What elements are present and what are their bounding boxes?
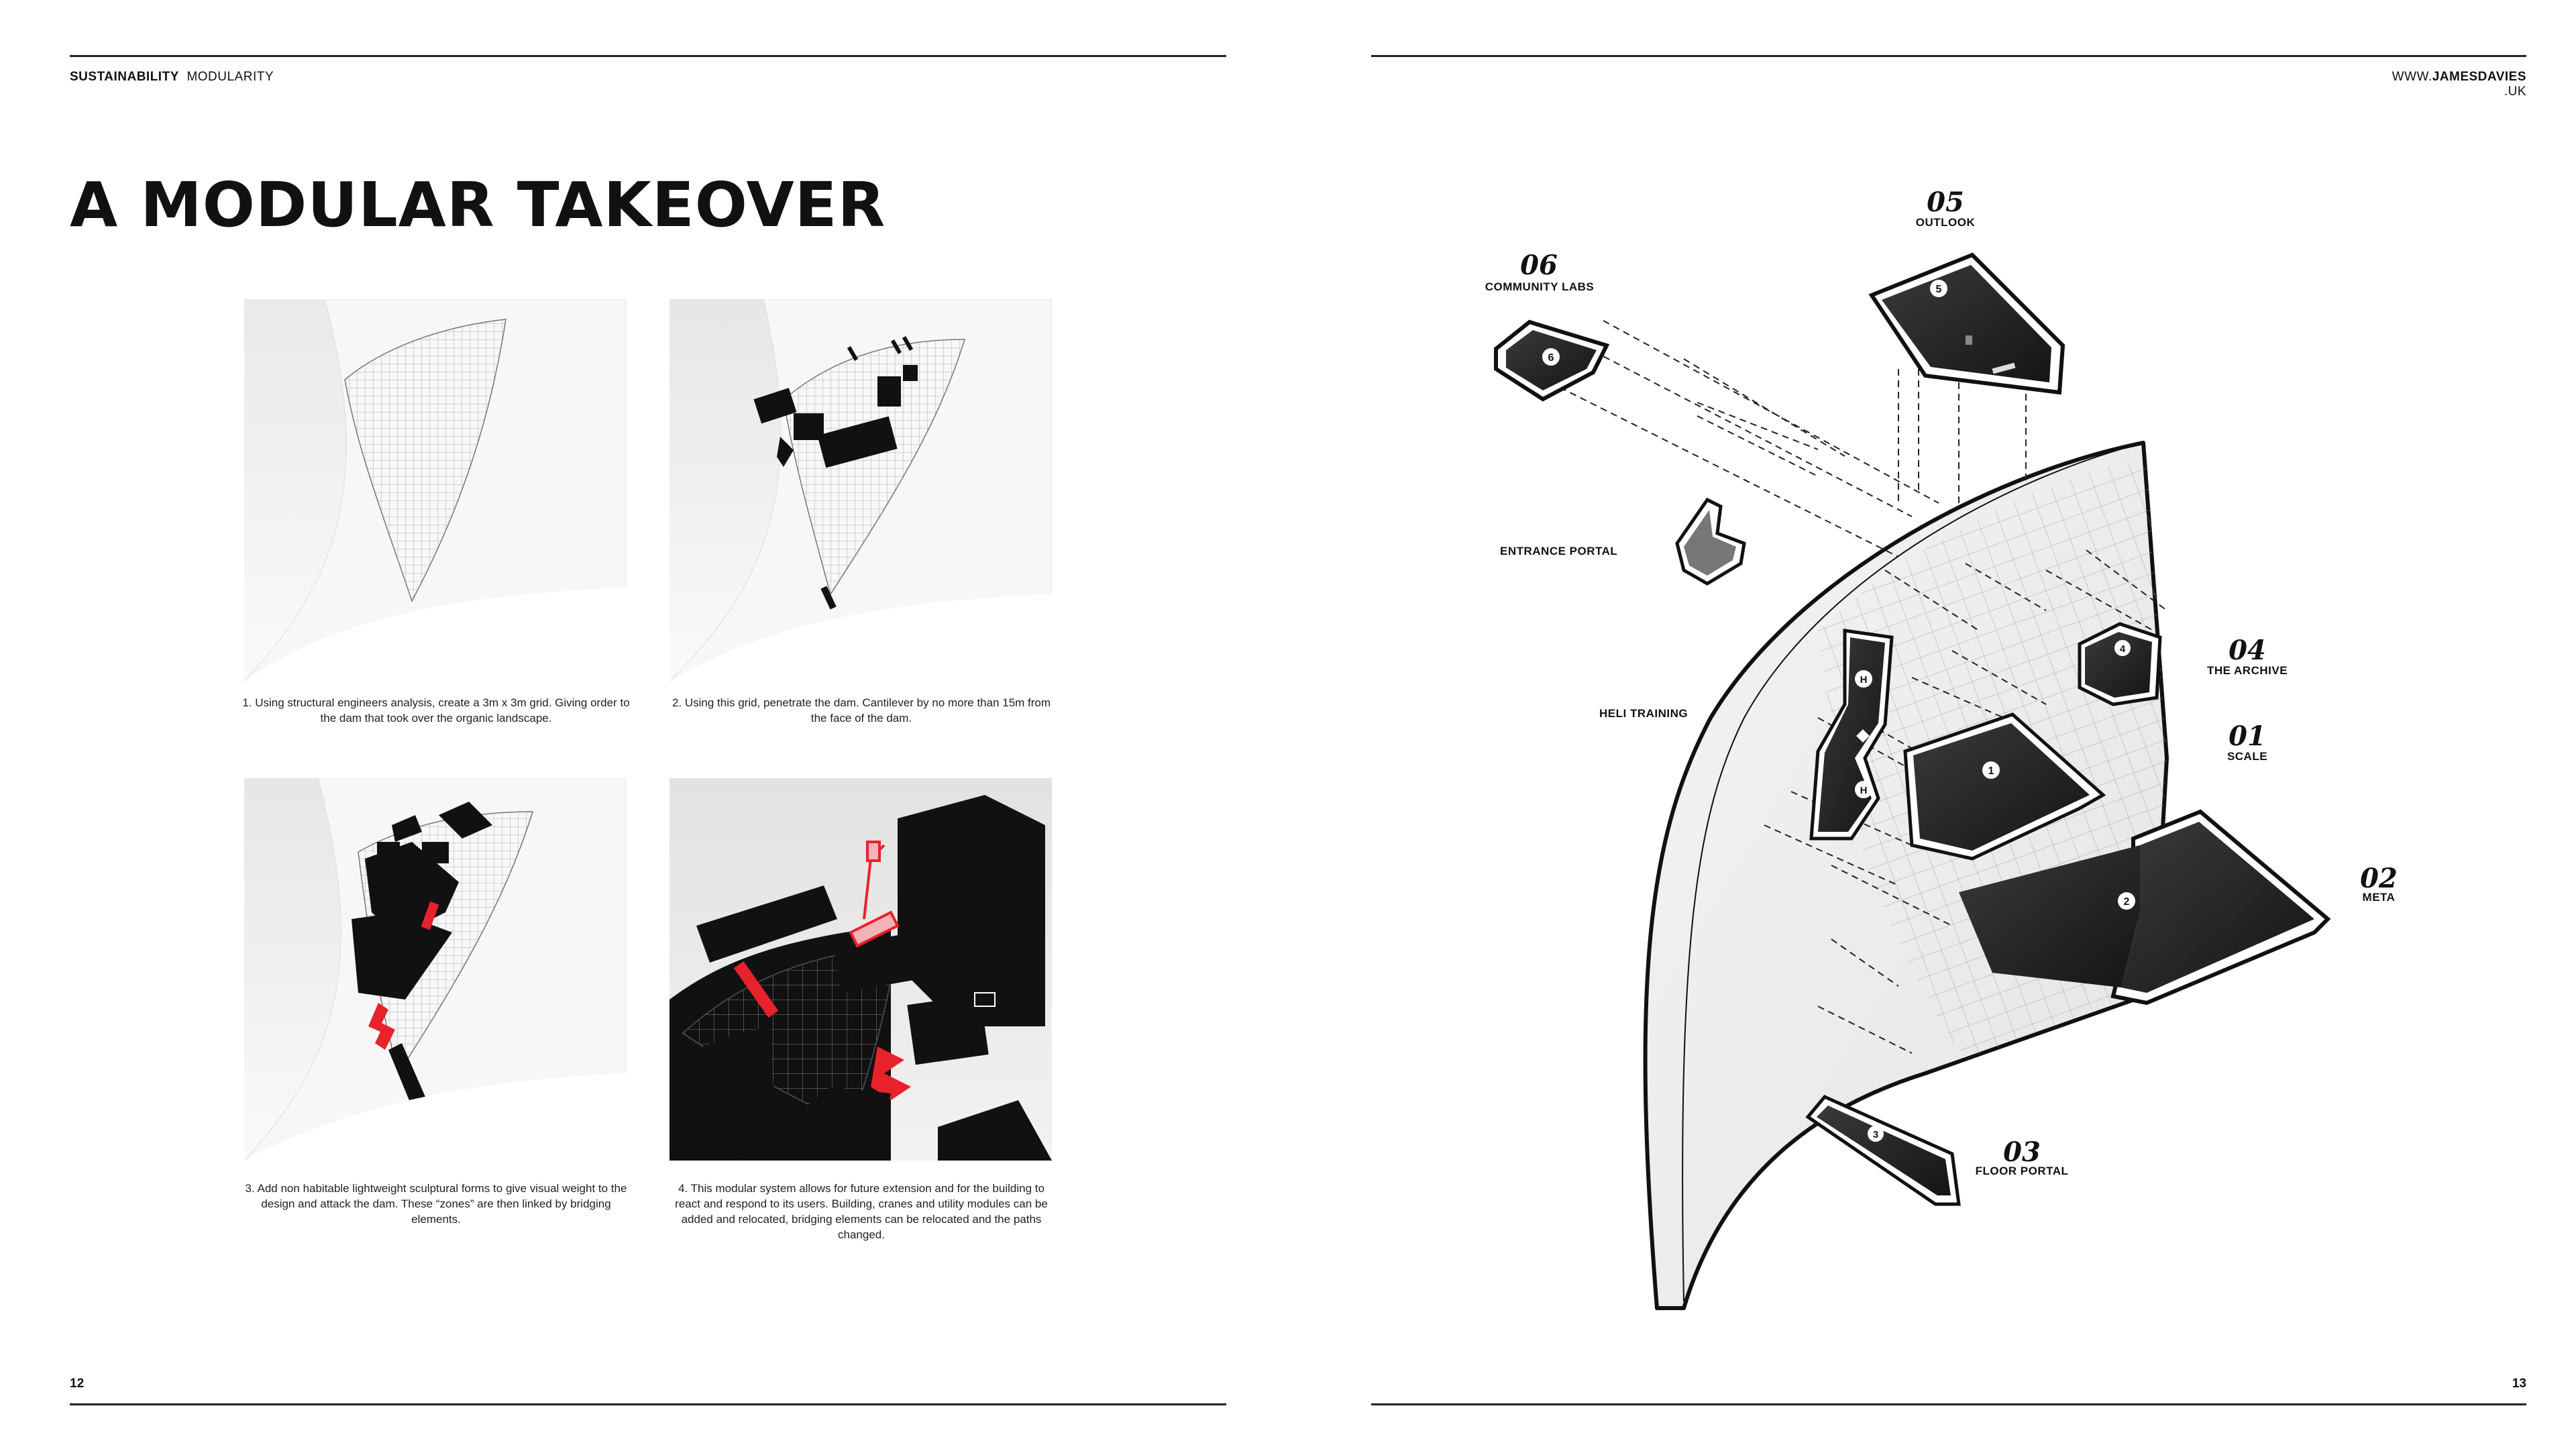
label-06-name: COMMUNITY LABS	[1485, 280, 1595, 293]
marker-4	[2114, 640, 2131, 656]
label-05-number: 05	[1927, 186, 1964, 218]
label-02-name: META	[2362, 891, 2396, 904]
label-01-name: SCALE	[2226, 750, 2268, 763]
marker-2-label: 2	[2124, 896, 2130, 908]
step-1-image	[244, 299, 627, 682]
module-community-labs[interactable]: 6	[1494, 319, 1610, 402]
marker-5-label: 5	[1936, 284, 1942, 295]
marker-2	[2118, 892, 2135, 910]
step-2-image	[669, 299, 1052, 682]
marker-h2	[1855, 781, 1872, 798]
step-3-caption: 3. Add non habitable lightweight sculptu…	[245, 1182, 627, 1226]
marker-1-label: 1	[1988, 765, 1994, 777]
marker-6-label: 6	[1548, 352, 1554, 364]
marker-h2-label: H	[1860, 785, 1868, 796]
website-tld: .UK	[2504, 85, 2526, 99]
right-page-number: 13	[2512, 1377, 2526, 1391]
label-06-number: 06	[1520, 250, 1558, 281]
exploded-axonometric-diagram: 6 5 H H 1 4	[1494, 252, 2331, 1310]
left-header: SUSTAINABILITY MODULARITY	[70, 70, 274, 85]
marker-1	[1982, 761, 2000, 779]
header-category: SUSTAINABILITY	[70, 70, 179, 84]
right-bottom-rule	[1371, 1403, 2526, 1405]
marker-3	[1868, 1126, 1884, 1142]
marker-4-label: 4	[2120, 643, 2126, 655]
label-02-number: 02	[2360, 863, 2398, 894]
module-outlook[interactable]: 5	[1868, 252, 2065, 395]
website-prefix: WWW.	[2392, 70, 2432, 84]
website-url: WWW.JAMESDAVIES .UK	[2392, 70, 2526, 99]
website-name: JAMESDAVIES	[2432, 70, 2526, 84]
left-bottom-rule	[70, 1403, 1226, 1405]
step-4-caption: 4. This modular system allows for future…	[675, 1182, 1048, 1241]
label-04-name: THE ARCHIVE	[2206, 664, 2288, 677]
module-scale[interactable]: 1	[1903, 712, 2106, 861]
step-4-image	[669, 778, 1052, 1161]
left-top-rule	[70, 55, 1226, 57]
sculptural-forms-illustration	[244, 778, 627, 1161]
marker-3-label: 3	[1873, 1129, 1878, 1140]
module-meta[interactable]: 2	[1959, 809, 2331, 1006]
module-the-archive[interactable]: 4	[2078, 622, 2162, 706]
label-05-name: OUTLOOK	[1915, 216, 1976, 229]
left-page-number: 12	[70, 1377, 85, 1391]
label-04-number: 04	[2229, 635, 2266, 666]
module-floor-portal[interactable]: 3	[1805, 1094, 1961, 1206]
right-top-rule	[1371, 55, 2526, 57]
step-3-image	[244, 778, 627, 1161]
leader-lines	[1549, 320, 2167, 1054]
label-03-name: FLOOR PORTAL	[1975, 1165, 2069, 1177]
dam-grid-illustration	[244, 299, 627, 682]
modular-extension-illustration	[669, 778, 1052, 1161]
module-entrance-portal[interactable]	[1675, 497, 1746, 586]
marker-6	[1542, 348, 1560, 366]
marker-h1-label: H	[1860, 674, 1868, 686]
page-title: A MODULAR TAKEOVER	[70, 169, 886, 241]
label-heli-training: HELI TRAINING	[1599, 707, 1688, 720]
marker-h1	[1855, 670, 1872, 688]
dam-penetration-illustration	[669, 299, 1052, 682]
step-1-caption: 1. Using structural engineers analysis, …	[242, 696, 630, 724]
label-entrance-portal: ENTRANCE PORTAL	[1500, 545, 1618, 557]
module-heli-training[interactable]: H H	[1809, 629, 1894, 841]
header-subcategory: MODULARITY	[186, 70, 274, 84]
step-2-caption: 2. Using this grid, penetrate the dam. C…	[672, 696, 1051, 724]
marker-5	[1930, 280, 1947, 297]
label-01-number: 01	[2229, 720, 2266, 752]
label-03-number: 03	[2003, 1136, 2041, 1168]
